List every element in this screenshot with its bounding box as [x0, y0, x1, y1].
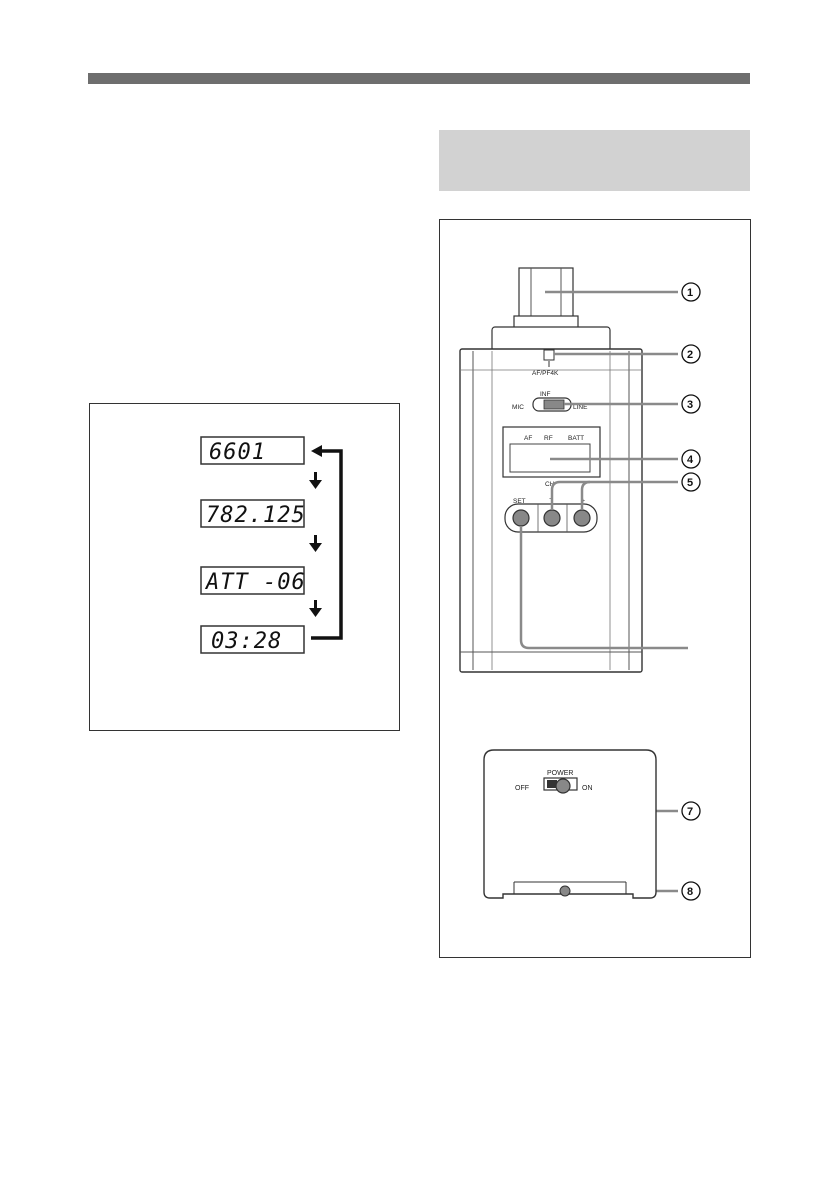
plus-button[interactable]	[574, 510, 590, 526]
set-button[interactable]	[513, 510, 529, 526]
lcd-display-1-text: 6601	[209, 440, 266, 465]
lcd-display-2: 782.125	[201, 500, 306, 528]
pf4k-label: AF/PF4K	[532, 370, 559, 377]
lcd-display-4-text: 03:28	[211, 629, 282, 654]
lcd-display-1: 6601	[201, 437, 304, 465]
af-label: AF	[524, 435, 532, 442]
svg-text:5: 5	[687, 477, 693, 489]
device-bottom-panel: POWER OFF ON	[484, 750, 656, 898]
inf-label: INF	[540, 391, 551, 398]
header-rule	[88, 73, 750, 84]
off-label: OFF	[515, 785, 529, 792]
down-arrow-icon	[309, 600, 322, 617]
lcd-display-2-text: 782.125	[206, 503, 306, 528]
callout-1: 1	[682, 283, 700, 301]
xlr-connector	[492, 268, 610, 351]
batt-label: BATT	[568, 435, 584, 442]
svg-text:1: 1	[687, 287, 693, 299]
callout-2: 2	[682, 345, 700, 363]
device-figure: AF/PF4K INF MIC LINE AF RF BATT CH SET −…	[439, 219, 751, 958]
down-arrow-icon	[309, 535, 322, 552]
section-heading-band	[439, 130, 750, 191]
minus-button[interactable]	[544, 510, 560, 526]
svg-text:7: 7	[687, 806, 693, 818]
power-switch[interactable]	[556, 779, 570, 793]
svg-text:8: 8	[687, 886, 693, 898]
lcd-sequence-figure: 6601 782.125 ATT -06 03:28	[89, 403, 400, 731]
svg-text:2: 2	[687, 349, 693, 361]
lcd-display-3: ATT -06	[201, 567, 306, 595]
rf-label: RF	[544, 435, 553, 442]
power-label: POWER	[547, 770, 573, 777]
mic-label: MIC	[512, 404, 524, 411]
callout-3: 3	[682, 395, 700, 413]
battery-compartment-latch[interactable]	[560, 886, 570, 896]
svg-text:4: 4	[687, 454, 694, 466]
on-label: ON	[582, 785, 593, 792]
callout-7: 7	[682, 802, 700, 820]
lcd-display-3-text: ATT -06	[204, 570, 306, 595]
lcd-display-4: 03:28	[201, 626, 304, 654]
callout-8: 8	[682, 882, 700, 900]
callout-4: 4	[682, 450, 700, 468]
down-arrow-icon	[309, 472, 322, 489]
svg-text:3: 3	[687, 399, 693, 411]
callout-5: 5	[682, 473, 700, 491]
